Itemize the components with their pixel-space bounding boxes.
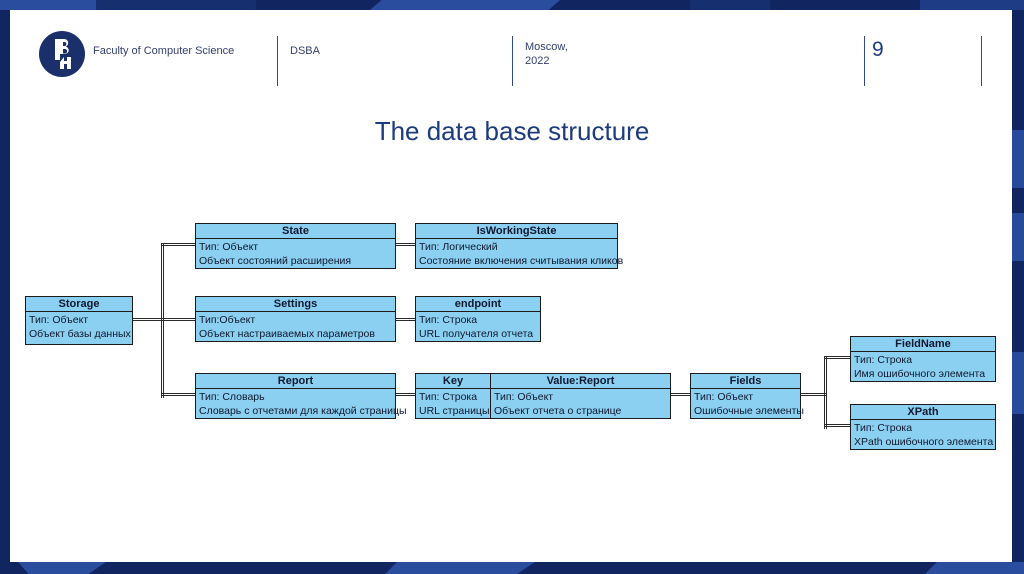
class-box-key-value: Key Тип: Строка URL страницы Value:Repor…: [415, 373, 671, 419]
hse-emblem-icon: [55, 39, 71, 69]
connector-trunk-left: [161, 243, 164, 398]
attr-desc: Объект состояний расширения: [199, 255, 352, 267]
attr-type: Тип: Логический: [419, 241, 498, 253]
class-box-settings: Settings Тип:Объект Объект настраиваемых…: [195, 296, 396, 342]
class-box-title: State: [196, 224, 395, 239]
attr-type: Тип: Объект: [494, 391, 554, 403]
attr-type: Тип: Объект: [694, 391, 754, 403]
header-divider: [512, 36, 513, 86]
attr-desc: Объект базы данных: [29, 328, 131, 340]
connector-settings-endpoint: [396, 318, 415, 321]
class-box-storage: Storage Тип: Объект Объект базы данных: [25, 296, 133, 345]
class-box-title: Value:Report: [491, 374, 670, 389]
class-box-title: Report: [196, 374, 395, 389]
attr-desc: URL страницы: [419, 405, 490, 417]
connector-branch-fieldname: [824, 356, 850, 359]
page-number: 9: [872, 38, 884, 61]
frame-decoration: [690, 0, 770, 10]
attr-type: Тип: Строка: [419, 391, 478, 403]
connector-fields-trunk: [801, 393, 827, 396]
frame-decoration: [1012, 352, 1024, 414]
class-box-title: Fields: [691, 374, 800, 389]
faculty-label: Faculty of Computer Science: [93, 45, 235, 57]
frame-decoration: [18, 562, 106, 574]
header-divider: [864, 36, 865, 86]
frame-decoration: [1012, 213, 1024, 261]
attr-type: Тип: Строка: [854, 354, 913, 366]
attr-type: Тип: Строка: [419, 314, 478, 326]
frame-decoration: [925, 562, 1024, 574]
attr-desc: URL получателя отчета: [419, 328, 534, 340]
class-box-title: Key: [416, 374, 490, 389]
class-box-fieldname: FieldName Тип: Строка Имя ошибочного эле…: [850, 336, 996, 382]
connector-branch-report: [161, 393, 195, 396]
connector-state-isworkingstate: [396, 243, 415, 246]
frame-decoration: [370, 0, 560, 10]
frame-decoration: [920, 0, 1024, 10]
program-label: DSBA: [290, 45, 320, 57]
connector-branch-state: [161, 243, 195, 246]
class-box-isworkingstate: IsWorkingState Тип: Логический Состояние…: [415, 223, 624, 269]
content-area: [10, 10, 1012, 562]
class-box-state: State Тип: Объект Объект состояний расши…: [195, 223, 396, 269]
header-divider: [277, 36, 278, 86]
class-box-fields: Fields Тип: Объект Ошибочные элементы: [690, 373, 804, 419]
connector-value-fields: [671, 393, 690, 396]
attr-desc: Объект отчета о странице: [494, 405, 622, 417]
attr-desc: Объект настраиваемых параметров: [199, 328, 375, 340]
frame-decoration: [1012, 130, 1024, 188]
class-box-report: Report Тип: Словарь Словарь с отчетами д…: [195, 373, 407, 419]
class-box-title: FieldName: [851, 337, 995, 352]
connector-report-key: [396, 393, 415, 396]
attr-desc: XPath ошибочного элемента: [854, 436, 994, 448]
attr-desc: Состояние включения считывания кликов: [419, 255, 624, 267]
class-box-title: Settings: [196, 297, 395, 312]
class-box-title: Storage: [26, 297, 132, 312]
header-divider: [981, 36, 982, 86]
page-title: The data base structure: [374, 116, 650, 146]
attr-desc: Имя ошибочного элемента: [854, 368, 986, 380]
class-box-title: XPath: [851, 405, 995, 420]
class-box-title: IsWorkingState: [416, 224, 617, 239]
connector-trunk-right: [824, 356, 827, 429]
attr-desc: Словарь с отчетами для каждой страницы: [199, 405, 407, 417]
class-box-endpoint: endpoint Тип: Строка URL получателя отче…: [415, 296, 541, 342]
attr-type: Тип: Словарь: [199, 391, 265, 403]
attr-type: Тип:Объект: [199, 314, 256, 326]
frame-decoration: [96, 0, 256, 10]
attr-type: Тип: Объект: [199, 241, 259, 253]
frame-decoration: [0, 0, 96, 10]
value-column: Value:Report Тип: Объект Объект отчета о…: [491, 374, 670, 418]
attr-desc: Ошибочные элементы: [694, 405, 804, 417]
class-box-title: endpoint: [416, 297, 540, 312]
attr-type: Тип: Объект: [29, 314, 89, 326]
hse-logo: [39, 31, 85, 77]
connector-branch-xpath: [824, 424, 850, 427]
connector-storage-settings: [133, 318, 195, 321]
location-line1: Moscow,: [525, 41, 568, 53]
frame-decoration: [385, 562, 535, 574]
class-box-xpath: XPath Тип: Строка XPath ошибочного элеме…: [850, 404, 996, 450]
location-line2: 2022: [525, 55, 550, 67]
attr-type: Тип: Строка: [854, 422, 913, 434]
key-column: Key Тип: Строка URL страницы: [416, 374, 491, 418]
